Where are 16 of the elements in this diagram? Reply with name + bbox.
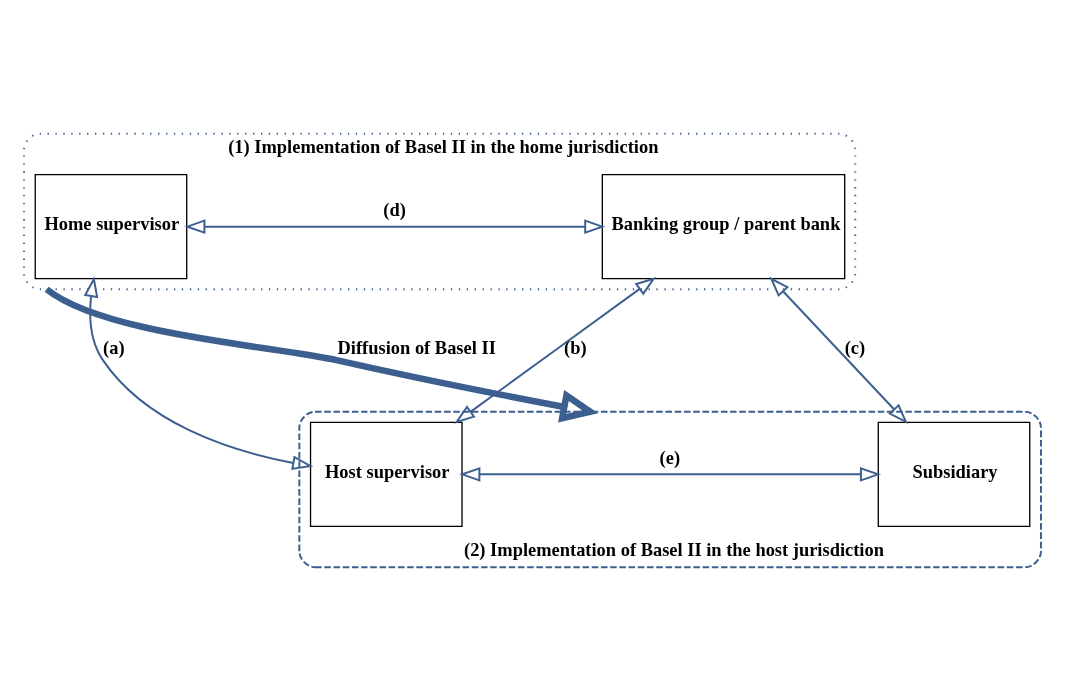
arrow xyxy=(184,218,606,234)
edge-label: (a) xyxy=(103,337,125,358)
edge-label: (d) xyxy=(383,199,406,220)
arrow xyxy=(83,275,314,470)
edge-label: (e) xyxy=(659,447,681,468)
arrow xyxy=(459,466,882,482)
arrow xyxy=(769,276,908,424)
node-box: Banking group / parent bank xyxy=(601,173,846,279)
node-box: Host supervisor xyxy=(309,421,463,527)
edge-label: (b) xyxy=(564,337,587,358)
node-box: Home supervisor xyxy=(34,173,188,279)
arrow xyxy=(44,286,599,423)
arrow xyxy=(454,276,657,424)
edge-label: (c) xyxy=(844,337,866,358)
node-box: Subsidiary xyxy=(877,421,1031,527)
edge-label: Diffusion of Basel II xyxy=(337,337,496,358)
